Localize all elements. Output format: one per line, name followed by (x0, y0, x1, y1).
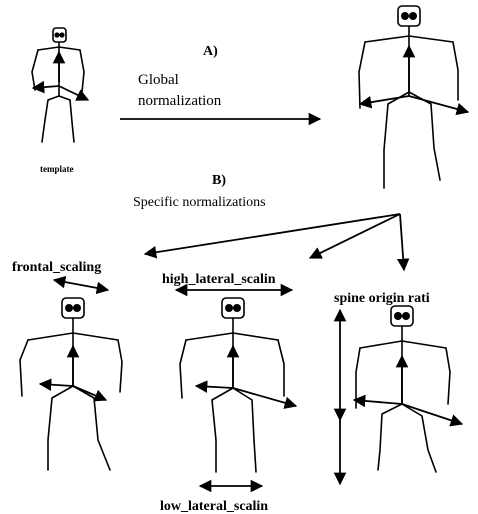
specific-normalizations-label: Specific normalizations (133, 195, 266, 210)
template-label: template (40, 164, 74, 174)
branch-arrow-spine (400, 214, 404, 270)
low-lateral-scaling-label: low_lateral_scalin (160, 499, 268, 514)
spine-origin-ratio-label: spine origin rati (334, 291, 430, 306)
lateral-scaling-figure (180, 298, 296, 472)
frontal-scaling-label: frontal_scaling (12, 260, 101, 275)
spine-ratio-figure (354, 306, 462, 472)
section-b-label: B) (212, 173, 226, 188)
frontal-scaling-arrow (54, 280, 108, 290)
frontal-scaling-figure (20, 298, 122, 470)
section-a-label: A) (203, 44, 218, 59)
branch-arrow-frontal (145, 214, 400, 254)
global-normalization-label-line1: Global (138, 72, 179, 88)
high-lateral-scaling-label: high_lateral_scalin (162, 272, 276, 287)
global-normalization-label-line2: normalization (138, 93, 222, 109)
normalized-figure (359, 6, 468, 188)
template-figure (32, 28, 88, 142)
